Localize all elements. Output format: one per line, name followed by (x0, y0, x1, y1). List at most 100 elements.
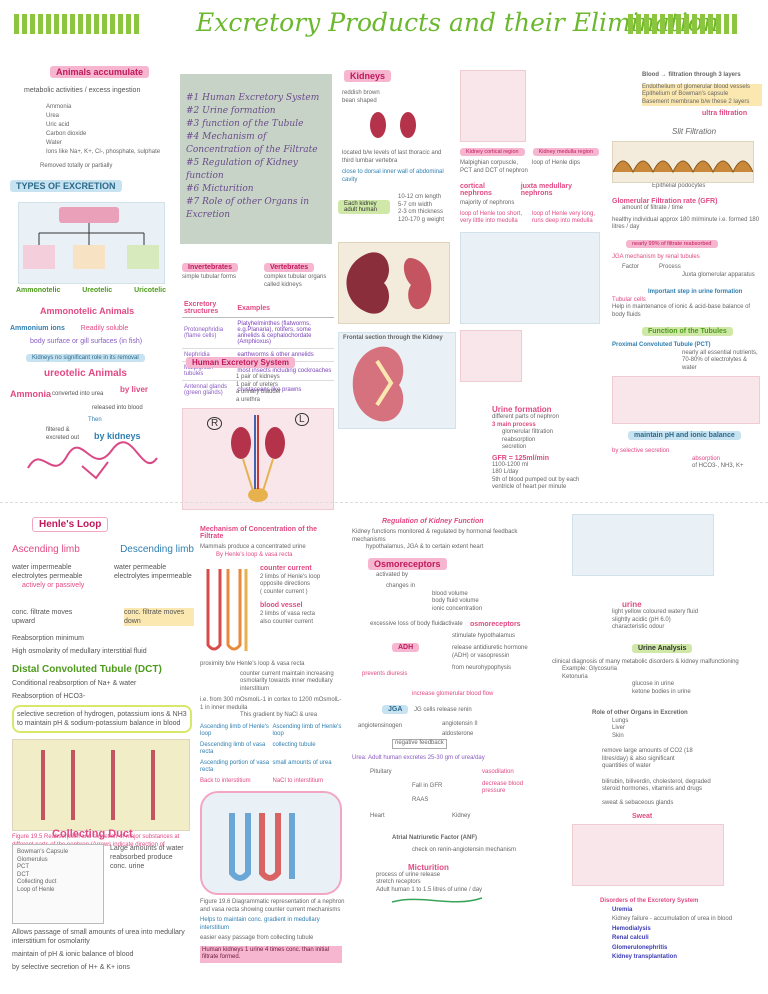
role-liver-d: bilirubin, biliverdin, cholesterol, degr… (602, 778, 711, 793)
disorders-list: Uremia Kidney failure - accumulation of … (612, 906, 733, 961)
mech-line2: By Henle's loop & vasa recta (216, 551, 293, 558)
ureotelic-ammonia: Ammonia (10, 389, 52, 399)
henle-section: Henle's Loop Ascending limb Descending l… (12, 514, 194, 656)
func-abs: absorption (692, 455, 721, 462)
kidney-note-1: reddish brown bean shaped (342, 90, 380, 104)
nephron-notes: majority of nephrons (460, 200, 515, 206)
gfr-jg: Juxta glomerular apparatus (682, 271, 755, 278)
gfr-table: Factor Process (622, 264, 681, 270)
ureotelic-mid: converted into urea (52, 391, 104, 397)
mech-blood: blood vessel (260, 602, 303, 610)
mic-items: process of urine release stretch recepto… (376, 871, 483, 893)
animals-notes: Ammonia Urea Uric acid Carbon dioxide Wa… (46, 104, 161, 156)
blood-podo: Epithelial podocytes (652, 183, 706, 189)
mech-section: Mechanism of Concentration of the Filtra… (200, 526, 344, 963)
ureotelic-kidneys: by kidneys (94, 431, 141, 441)
ammonotelic-soluble: Readily soluble (80, 325, 129, 332)
hes-left-label: R (207, 417, 223, 430)
index-item-7: #7 Role of other Organs in Excretion (186, 197, 310, 220)
gfr-act: JGA mechanism by renal tubules (612, 253, 700, 260)
inv-vert-row: Invertebrates simple tubular forms Verte… (182, 256, 334, 289)
index-item-4: #4 Mechanism of Concentration of the Fil… (186, 132, 318, 155)
hes-figure: R L (182, 408, 334, 510)
kidney-each: Each kidney adult human (338, 200, 390, 214)
types-heading: TYPES OF EXCRETION (10, 180, 122, 192)
vasa-recta-diagram (206, 569, 248, 651)
cortical-nephrons: cortical nephrons (460, 183, 492, 197)
dct-heading: Distal Convoluted Tubule (DCT) (12, 664, 162, 675)
invertebrates-label: Invertebrates (182, 263, 238, 272)
urine-parts: different parts of nephron (492, 414, 559, 420)
kidney-section-diagram (352, 346, 404, 422)
page-divider (0, 502, 768, 503)
henle-limbs: Ascending limb Descending limb (12, 544, 194, 555)
mech-osm: i.e. from 300 mOsmolL-1 in cortex to 120… (200, 697, 342, 711)
frontal-section-figure: Frontal section through the Kidney (338, 332, 456, 429)
types-tree-diagram (23, 207, 159, 269)
urine-day: 180 L/day (492, 469, 519, 475)
mech-counter: counter current (260, 565, 312, 572)
type-ureotelic: Ureotelic (82, 287, 113, 294)
henle-high: High osmolarity of medullary interstitia… (12, 647, 147, 655)
ureotelic-heading: ureotelic Animals (44, 368, 127, 379)
blood-diag: Slit Filtration (672, 127, 717, 136)
nephron-figure (460, 70, 526, 142)
dct-section: Distal Convoluted Tubule (DCT) Condition… (12, 664, 192, 857)
juxta-nephrons: juxta medullary nephrons (520, 183, 573, 197)
ammonotelic-row2: Kidneys no significant role in its remov… (26, 354, 145, 363)
kidney-pair-diagram (370, 112, 416, 138)
nephron-notes-2: loop of Henle too short, very little int… (460, 210, 596, 225)
mech-heading: Mechanism of Concentration of the Filtra… (200, 526, 318, 540)
table-row: Antennal glands (green glands)crustacean… (184, 384, 302, 396)
cd-section: Collecting Duct Bowman's Capsule Glomeru… (12, 828, 192, 972)
ureotelic-section: ureotelic Animals Ammonia converted into… (10, 368, 170, 443)
urine-heading: Urine formation (492, 405, 552, 414)
func-heading: Function of the Tubules (642, 327, 733, 336)
ua-items: clinical diagnosis of many metabolic dis… (552, 658, 739, 680)
reg-jga: JGA (382, 705, 409, 714)
ascending-limb: Ascending limb (12, 544, 80, 555)
ammonotelic-heading: Ammonotelic Animals (40, 306, 135, 316)
reg-organs: Pituitary Fall in GFR RAAS Heart Kidney … (370, 768, 524, 853)
hes-list: 1 pair of kidneys 1 pair of ureters a ur… (236, 374, 282, 403)
blood-slit: ultra filtration (702, 110, 748, 117)
func-balance: maintain pH and ionic balance (628, 431, 741, 440)
types-figure (18, 202, 165, 284)
cd-note: Large amounts of water reabsorbed produc… (110, 845, 184, 871)
descending-limb: Descending limb (120, 544, 194, 555)
reg-list: blood volume body fluid volume ionic con… (432, 590, 483, 612)
mech-diagram: counter current 2 limbs of Henle's loop … (200, 565, 342, 655)
func-pct-d: nearly all essential nutrients, 70-80% o… (682, 349, 758, 371)
ureotelic-filtered: filtered & excreted out (46, 427, 80, 441)
dct-figure (12, 739, 190, 832)
ua-glyc: glucose in urine (632, 681, 675, 687)
header-bars-left (14, 14, 139, 34)
func-section: Function of the Tubules Proximal Convolu… (612, 320, 762, 471)
region-medulla: Kidney medulla region (532, 148, 600, 156)
header-bars-right (628, 14, 737, 34)
reg-osmo: Osmoreceptors (368, 557, 447, 570)
henle-conc: conc. filtrate moves upward conc. filtra… (12, 608, 194, 627)
right-section: urine light yellow coloured watery fluid… (552, 514, 760, 963)
animals-removed: Removed totally or partially (40, 163, 113, 170)
types-section: TYPES OF EXCRETION Ammonotelic Ureotelic… (10, 176, 170, 294)
dct-item-1: Conditional reabsorption of Na+ & water (12, 680, 137, 687)
reg-line2: hypothalamus, JGA & to certain extent he… (366, 544, 484, 550)
dct-item-2: Reabsorption of HCO3- (12, 693, 86, 701)
urine-list: glomerular filtration reabsorption secre… (502, 429, 554, 450)
mech-helps: Helps to maintain conc. gradient in medu… (200, 917, 320, 931)
region-desc: Malpighian corpuscle, PCT and DCT of nep… (460, 160, 581, 174)
mech-flows: Ascending limb of Henle's loop Ascending… (200, 723, 342, 784)
invertebrates-sub: simple tubular forms (182, 274, 237, 280)
gfr-section: Glomerular Filtration rate (GFR) amount … (612, 198, 762, 319)
signature-scribble (27, 441, 158, 480)
ureotelic-body: Ammonia converted into urea by liver rel… (10, 383, 170, 443)
henle-rmin: Reabsorption minimum (12, 635, 84, 643)
animals-heading: Animals accumulate (50, 66, 150, 78)
mech-fig: Figure 19.6 Diagrammatic representation … (200, 899, 345, 913)
hes-heading: Human Excretory System (186, 357, 295, 368)
gfr-line2: healthy individual approx 180 ml/minute … (612, 216, 760, 231)
kidney-dims-list: 10-12 cm length 5-7 cm width 2-3 cm thic… (398, 194, 445, 223)
kidney-note-2: located b/w levels of last thoracic and … (342, 150, 442, 164)
ammonotelic-surface: body surface or gill surfaces (in fish) (30, 338, 143, 346)
